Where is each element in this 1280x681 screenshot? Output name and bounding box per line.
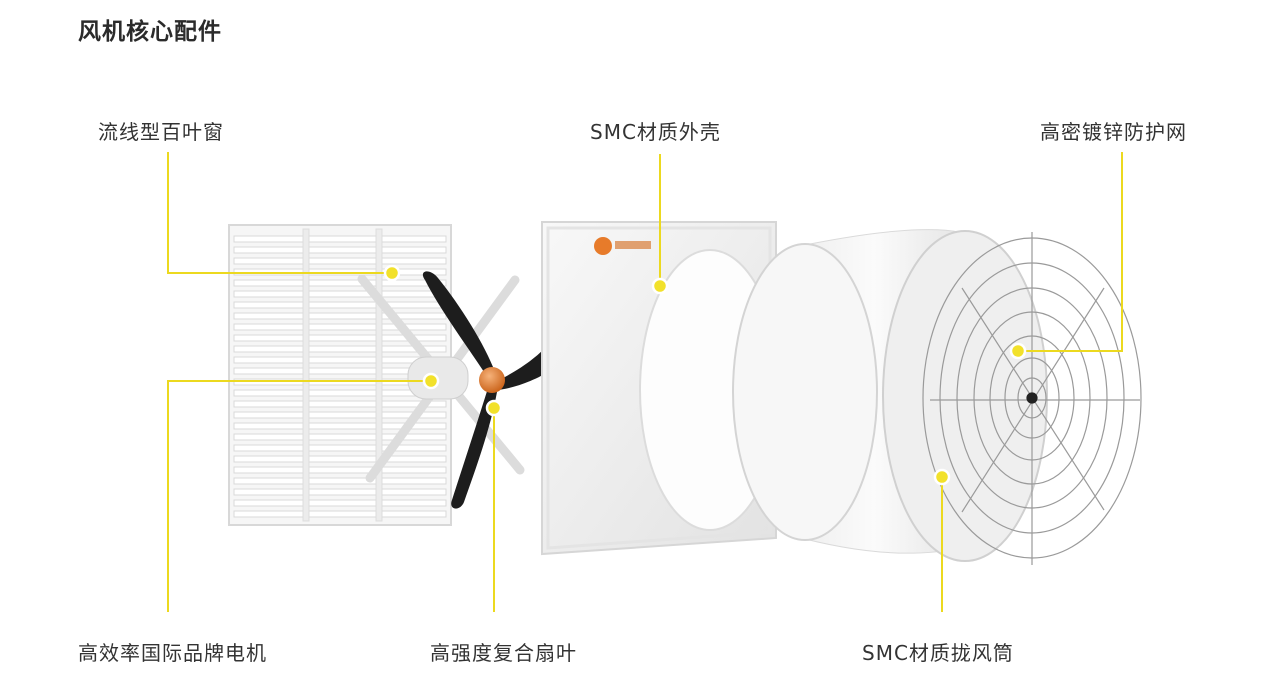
leader-louver bbox=[167, 152, 392, 274]
callout-markers bbox=[383, 264, 1027, 486]
louver-slat bbox=[233, 246, 447, 254]
louver-slat bbox=[233, 499, 447, 507]
louver-slat bbox=[233, 444, 447, 452]
louver-slat bbox=[233, 411, 447, 419]
marker-blade bbox=[485, 399, 503, 417]
louver-slat bbox=[233, 257, 447, 265]
label-shell: SMC材质外壳 bbox=[590, 120, 721, 144]
label-motor: 高效率国际品牌电机 bbox=[78, 641, 267, 665]
louver-slat bbox=[233, 477, 447, 485]
marker-motor bbox=[422, 372, 440, 390]
label-blade: 高强度复合扇叶 bbox=[430, 641, 577, 665]
louver-slat bbox=[233, 301, 447, 309]
louver-slat bbox=[233, 235, 447, 243]
marker-cone bbox=[933, 468, 951, 486]
louver-slat bbox=[233, 422, 447, 430]
louver-slat bbox=[233, 323, 447, 331]
louver-slat bbox=[233, 312, 447, 320]
louver-illustration bbox=[228, 224, 525, 526]
leader-lines bbox=[167, 152, 1123, 612]
label-guard: 高密镀锌防护网 bbox=[1040, 120, 1187, 144]
page-title: 风机核心配件 bbox=[78, 19, 222, 45]
leader-guard bbox=[1018, 152, 1123, 352]
guard-grill-illustration bbox=[922, 232, 1142, 565]
label-cone: SMC材质拢风筒 bbox=[862, 641, 1014, 665]
louver-slat bbox=[233, 455, 447, 463]
louver-slat bbox=[233, 279, 447, 287]
louver-slat bbox=[233, 510, 447, 518]
louver-slat bbox=[233, 334, 447, 342]
fan-blade-illustration bbox=[422, 271, 548, 509]
louver-slat bbox=[233, 345, 447, 353]
leader-motor bbox=[167, 380, 431, 612]
louver-slat bbox=[233, 466, 447, 474]
smc-cone-illustration bbox=[732, 229, 1048, 562]
louver-slat bbox=[233, 400, 447, 408]
louver-slat bbox=[233, 433, 447, 441]
marker-louver bbox=[383, 264, 401, 282]
marker-guard bbox=[1009, 342, 1027, 360]
louver-slat bbox=[233, 488, 447, 496]
label-louver: 流线型百叶窗 bbox=[98, 120, 224, 144]
marker-shell bbox=[651, 277, 669, 295]
louver-slat bbox=[233, 290, 447, 298]
